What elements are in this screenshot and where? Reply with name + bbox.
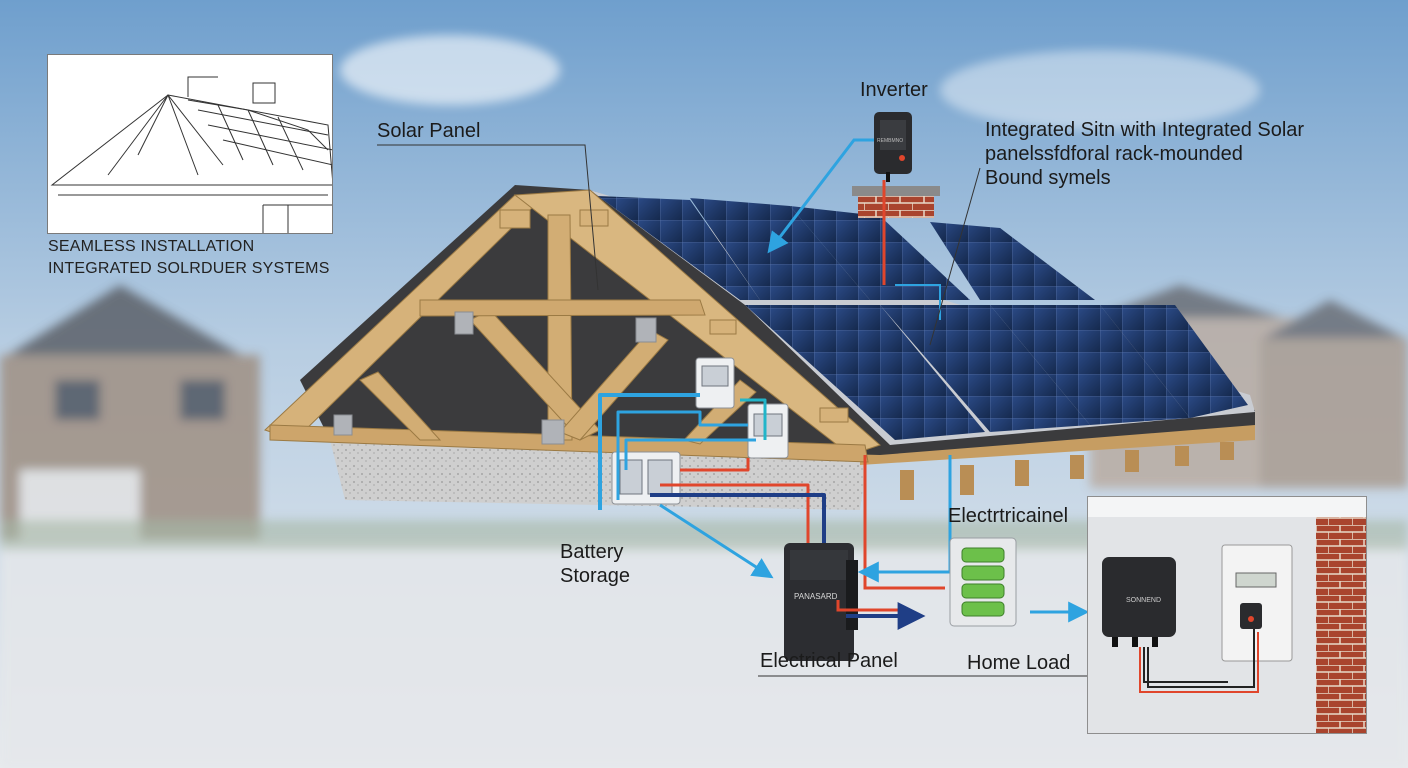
inverter-label: Inverter	[860, 79, 928, 101]
inverter-icon	[874, 112, 912, 182]
integrated-line1: Integrated Sitn with Integrated Solar	[985, 119, 1305, 141]
battery-brand: PANASARD	[794, 592, 838, 601]
roof-sketch-icon	[50, 76, 332, 233]
home-load-scene	[1088, 517, 1366, 733]
electrical-panel-label: Electrical Panel	[760, 650, 898, 672]
home-load-label: Home Load	[967, 652, 1071, 674]
home-load-inset: SONNEND	[1087, 496, 1367, 734]
battery-icon	[784, 543, 858, 661]
battery-line2: Storage	[560, 565, 631, 587]
home-inverter-brand: SONNEND	[1126, 597, 1162, 604]
battery-storage-label: Battery Storage	[560, 540, 630, 588]
truss-plates	[333, 311, 657, 445]
solar-array	[590, 190, 1255, 445]
battery-line1: Battery	[560, 541, 624, 563]
arrow-inverter-to-panel	[767, 138, 874, 254]
electric-small-label: Electrtricainel	[948, 505, 1069, 527]
electrical-panel-icon	[949, 537, 1017, 627]
inset-sketch	[47, 54, 333, 234]
truss-wiring	[598, 393, 826, 545]
roof-truss	[264, 189, 881, 463]
integrated-line2: panelssfdforal rack-mounded	[985, 143, 1243, 165]
arrow-to-battery	[659, 503, 774, 579]
dc-wire-red	[863, 455, 945, 590]
inset-caption-line1: SEAMLESS INSTALLATION	[48, 238, 255, 255]
breaker-box-icon	[611, 357, 789, 505]
home-inverter-icon	[1102, 557, 1176, 637]
integrated-line3: Bound symels	[985, 167, 1111, 189]
rafter-tails	[900, 442, 1234, 500]
solar-panel-label: Solar Panel	[377, 120, 481, 142]
inset-caption-line2: INTEGRATED SOLRDUER SYSTEMS	[48, 260, 330, 277]
inverter-top-tag: REMBMNO	[877, 138, 904, 144]
chimney-icon	[852, 186, 940, 218]
battery-red-lead	[836, 600, 900, 612]
integrated-system-label: Integrated Sitn with Integrated Solar pa…	[985, 118, 1304, 190]
brick-wall-icon	[1316, 517, 1366, 733]
